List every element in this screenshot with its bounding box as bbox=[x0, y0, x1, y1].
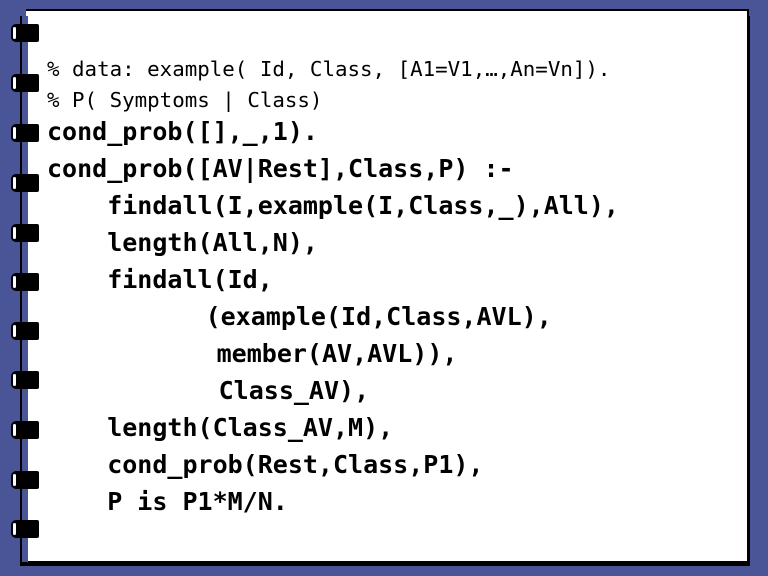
binder-ring-icon bbox=[11, 421, 39, 439]
code-line: length(Class_AV,M), bbox=[47, 413, 394, 442]
binder-ring-icon bbox=[11, 124, 39, 142]
comment-line: % P( Symptoms | Class) bbox=[47, 88, 323, 112]
binder-ring-icon bbox=[11, 174, 39, 192]
code-line: P is P1*M/N. bbox=[47, 487, 288, 516]
comment-line: % data: example( Id, Class, [A1=V1,…,An=… bbox=[47, 57, 611, 81]
code-line: findall(Id, bbox=[47, 265, 273, 294]
code-line: cond_prob([],_,1). bbox=[47, 117, 318, 146]
binder-ring-icon bbox=[11, 322, 39, 340]
binder-ring-icon bbox=[11, 520, 39, 538]
binder-ring-icon bbox=[11, 273, 39, 291]
code-line: (example(Id,Class,AVL), bbox=[40, 302, 552, 331]
binder-ring-icon bbox=[11, 371, 39, 389]
code-line: cond_prob([AV|Rest],Class,P) :- bbox=[47, 154, 514, 183]
code-line: cond_prob(Rest,Class,P1), bbox=[47, 450, 484, 479]
slide-page bbox=[26, 9, 749, 563]
binder-ring-icon bbox=[11, 224, 39, 242]
binder-ring-icon bbox=[11, 471, 39, 489]
code-line: Class_AV), bbox=[38, 376, 370, 405]
binder-ring-icon bbox=[11, 24, 39, 42]
code-line: member(AV,AVL)), bbox=[36, 339, 458, 368]
code-line: findall(I,example(I,Class,_),All), bbox=[47, 191, 619, 220]
code-line: length(All,N), bbox=[47, 228, 318, 257]
binder-ring-icon bbox=[11, 74, 39, 92]
